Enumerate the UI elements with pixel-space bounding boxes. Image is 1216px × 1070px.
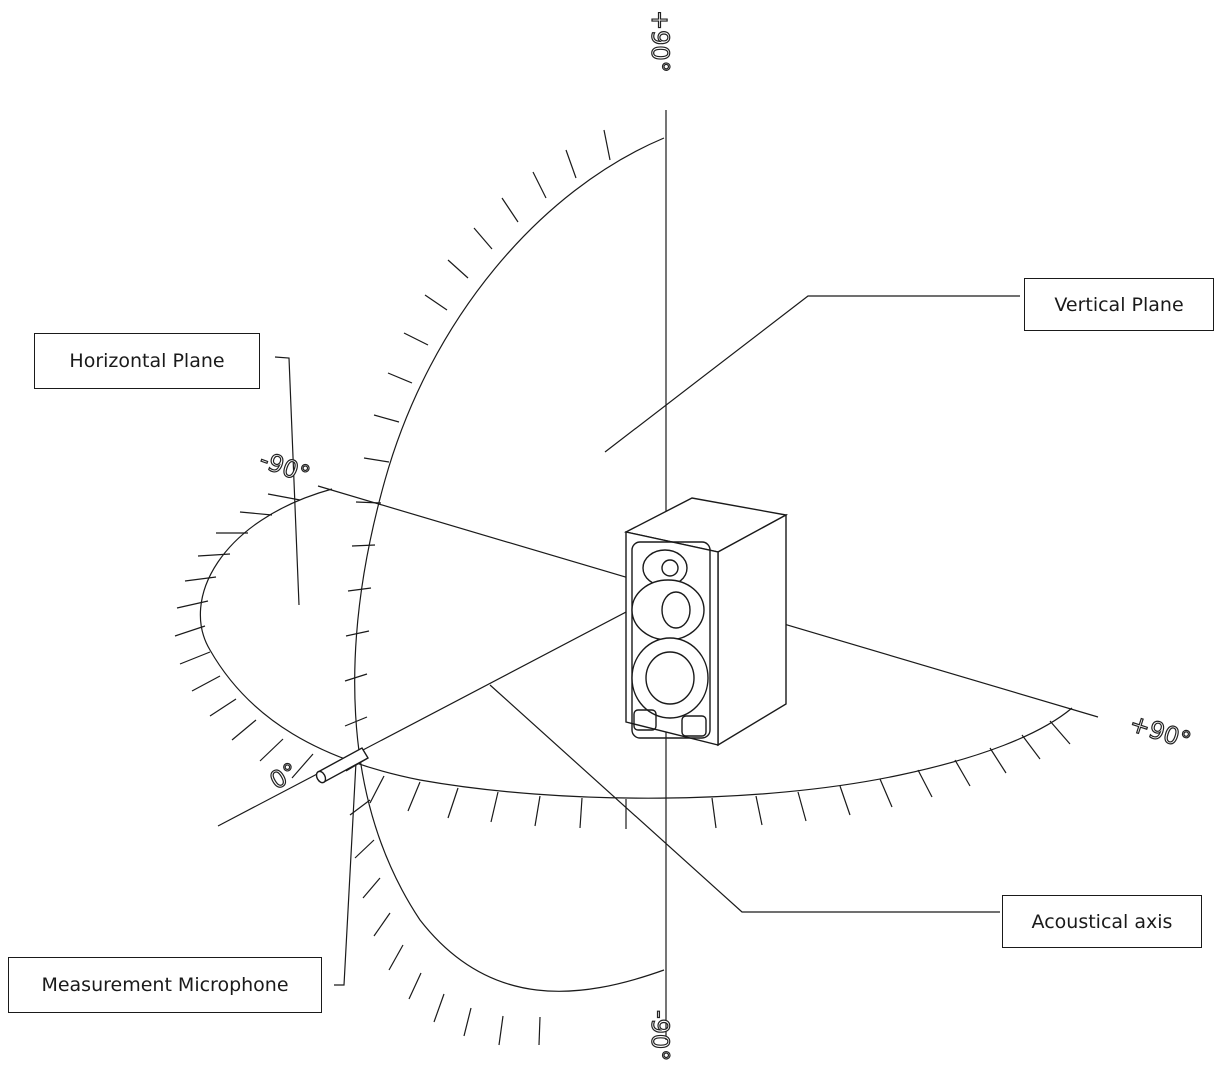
speaker [623, 497, 789, 747]
measurement-microphone [315, 747, 369, 784]
vertical-plane-label: Vertical Plane [1024, 278, 1214, 331]
vertical-plane-leader [604, 295, 1020, 453]
measurement-microphone-label: Measurement Microphone [8, 957, 322, 1013]
acoustical-axis-label: Acoustical axis [1002, 895, 1202, 948]
angle-label-top: +90° [646, 10, 674, 73]
microphone-leader [334, 761, 357, 986]
angle-label-front: 0° [265, 757, 303, 795]
horizontal-plane-leader [274, 356, 300, 606]
acoustical-axis-line [217, 589, 669, 827]
vertical-arc-ticks [344, 129, 611, 1046]
horizontal-plane-label: Horizontal Plane [34, 333, 260, 389]
vertical-plane-arc [354, 137, 665, 992]
angle-label-right: +90° [1126, 709, 1194, 755]
angle-label-left: -90° [256, 445, 314, 489]
horizontal-arc-ticks [174, 493, 1071, 829]
angle-label-bottom: -90° [646, 1010, 674, 1061]
acoustical-axis-leader [489, 684, 1000, 913]
